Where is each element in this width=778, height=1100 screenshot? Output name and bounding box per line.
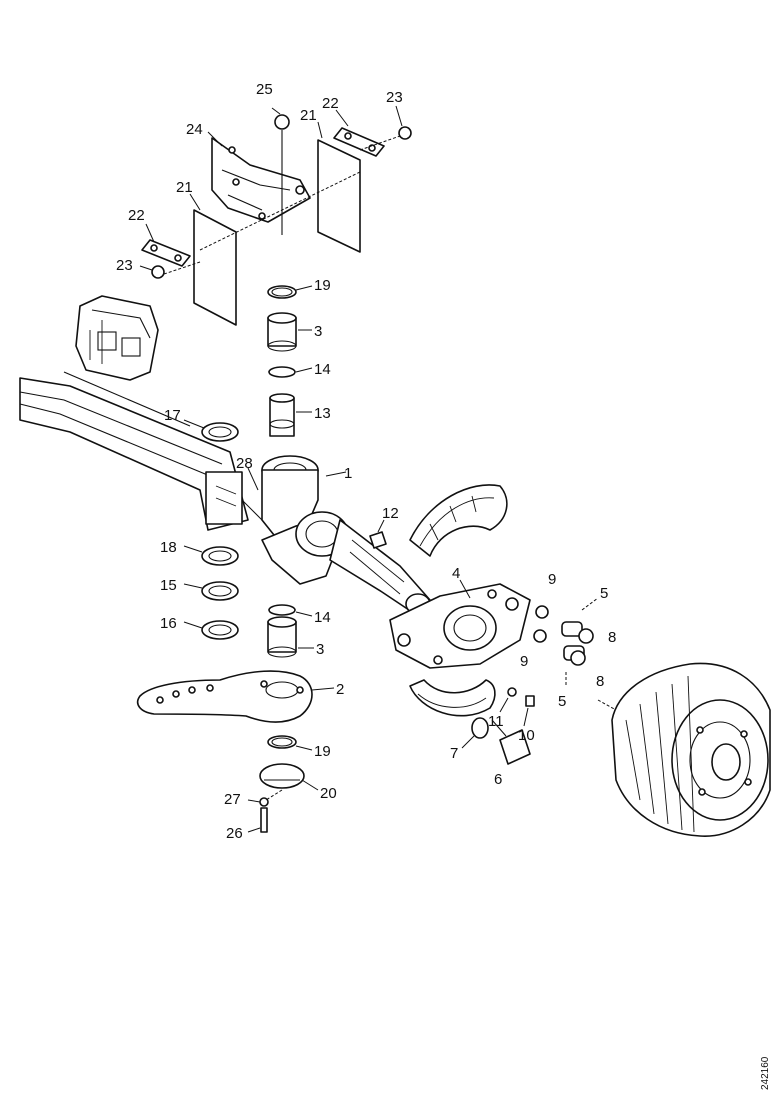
label-p26: 26 [226,825,243,842]
part-labels: 1 2 3 3 4 5 5 6 7 8 8 9 9 10 11 12 13 14… [116,81,616,842]
small-hardware [369,531,617,765]
label-p17: 17 [164,407,181,424]
kingpin-stack [259,285,305,833]
label-p28: 28 [236,455,253,472]
label-p19b: 19 [314,743,331,760]
washer-9-upper [535,605,549,619]
label-p19a: 19 [314,277,331,294]
plug-10 [525,695,535,707]
bearing-18 [201,546,239,566]
ring-16 [201,620,239,640]
bracket-assembly [141,114,412,326]
clamp-22-left [141,239,191,267]
plate-21-left [193,209,237,326]
sleeve-7 [471,717,489,739]
label-p21b: 21 [300,107,317,124]
label-p14b: 14 [314,609,331,626]
label-p12: 12 [382,505,399,522]
label-p20: 20 [320,785,337,802]
bearing-15 [201,581,239,601]
fitting-12 [369,531,387,549]
ring-14-upper [268,366,296,378]
label-p10: 10 [518,727,535,744]
label-p22b: 22 [322,95,339,112]
label-p7: 7 [450,745,458,762]
kingpin-13 [269,397,295,437]
screw-26 [260,807,268,833]
axle-beam [19,371,263,531]
label-p9b: 9 [520,653,528,670]
label-p27: 27 [224,791,241,808]
label-p3b: 3 [316,641,324,658]
label-p4: 4 [452,565,460,582]
stop-block [75,295,159,381]
brake-shoe [409,679,496,717]
leader-lines [139,105,529,833]
label-p18: 18 [160,539,177,556]
label-p25: 25 [256,81,273,98]
label-p15: 15 [160,577,177,594]
dust-shield [409,484,508,557]
ring-14-lower [268,604,296,616]
label-p23a: 23 [116,257,133,274]
label-p16: 16 [160,615,177,632]
washer-9-lower [533,629,547,643]
steering-arm-2 [136,670,313,723]
nut-23-left [151,265,165,279]
brake-carrier-4 [389,583,531,669]
label-p24: 24 [186,121,203,138]
brake-drum [611,662,771,837]
label-p23b: 23 [386,89,403,106]
label-p21a: 21 [176,179,193,196]
label-p3a: 3 [314,323,322,340]
bearing-stack [201,422,239,640]
label-p14a: 14 [314,361,331,378]
label-p22a: 22 [128,207,145,224]
label-p2: 2 [336,681,344,698]
bolt-8-upper [561,621,583,637]
seal-17 [201,422,239,442]
label-p13: 13 [314,405,331,422]
label-p5b: 5 [558,693,566,710]
label-p8a: 8 [608,629,616,646]
cap-20 [259,763,305,789]
grease-nipple-11 [507,687,517,697]
sleeve-6 [499,729,531,765]
label-p5a: 5 [600,585,608,602]
nut-23-right [398,126,412,140]
label-p9a: 9 [548,571,556,588]
bracket-24 [211,137,311,223]
label-p6: 6 [494,771,502,788]
label-p8b: 8 [596,673,604,690]
label-p11: 11 [488,713,504,730]
image-code: 242160 [760,1056,771,1090]
nut-25 [274,114,290,130]
label-p1: 1 [344,465,352,482]
plate-21-right [317,139,361,253]
